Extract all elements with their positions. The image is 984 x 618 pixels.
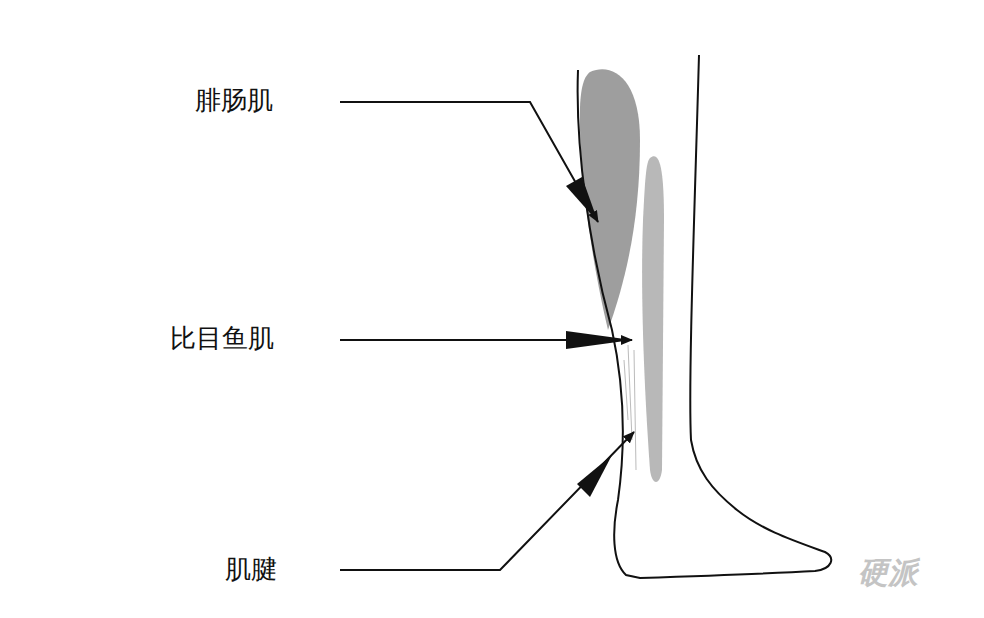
arrowhead xyxy=(577,455,612,497)
tendon-lines xyxy=(624,345,636,470)
soleus-shape xyxy=(642,156,664,482)
part-label: 肌腱 xyxy=(225,555,277,584)
leader-line xyxy=(340,102,598,222)
arrowhead xyxy=(566,177,598,222)
leg-outline xyxy=(578,55,832,578)
watermark: 硬派 xyxy=(858,556,918,589)
part-label: 腓肠肌 xyxy=(195,86,273,115)
arrowhead xyxy=(566,331,632,349)
part-label: 比目鱼肌 xyxy=(170,324,274,353)
leader-line xyxy=(340,432,634,570)
